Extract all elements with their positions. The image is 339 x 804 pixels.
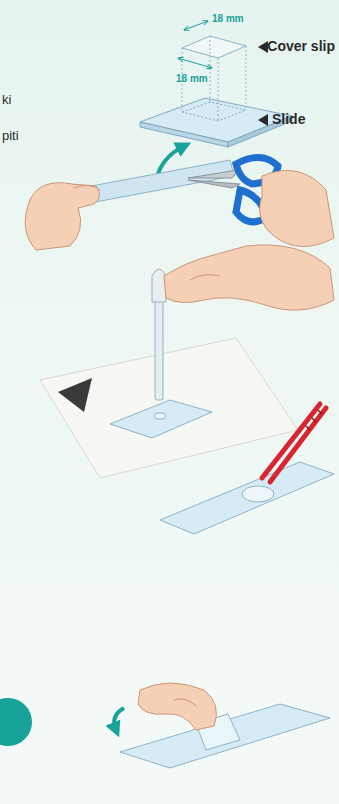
cutting-hands-part (25, 183, 99, 250)
tweezers-step (160, 404, 334, 534)
tweezers-step-part (242, 486, 274, 502)
pointer-triangle (258, 114, 268, 126)
slide-and-cover-slip-part (140, 98, 292, 142)
dropper-step-part (110, 400, 212, 438)
tweezers-step-part (262, 404, 326, 482)
dropper-step-part (152, 269, 166, 302)
part-label: Cover slip (267, 39, 335, 54)
cutting-hands-part (188, 180, 240, 188)
dropper-step-part (155, 300, 163, 400)
dimension-label: 18 mm (212, 13, 244, 24)
dimension-label: 18 mm (176, 73, 208, 84)
slide-and-cover-slip-part (140, 122, 228, 147)
step-arrow (114, 708, 124, 730)
step-badge (0, 698, 32, 746)
cutting-hands-part (74, 185, 100, 190)
dropper-step-part (58, 378, 92, 412)
tweezers-step-part (160, 462, 334, 534)
dropper-step-part (164, 245, 334, 310)
cutting-hands-part (188, 170, 238, 178)
slide-and-cover-slip-part (182, 36, 246, 58)
part-label: Slide (272, 112, 305, 127)
cover-slip-step-part (174, 699, 196, 706)
dropper-step-part (154, 413, 166, 419)
pointer-triangle (258, 41, 268, 53)
dropper-step-part (40, 338, 298, 478)
cutting-hands (25, 157, 334, 250)
cut-off-text: piti (2, 129, 19, 143)
slide-and-cover-slip-part (248, 47, 256, 48)
cutting-hands-part (260, 170, 334, 246)
dropper-step-part (190, 275, 220, 280)
slide-and-cover-slip-part (182, 102, 246, 121)
cover-slip-step (0, 683, 330, 768)
cut-off-text: ki (2, 93, 11, 107)
tweezers-step-part (306, 410, 322, 430)
cover-slip-step-part (138, 683, 216, 730)
slide-and-cover-slip-part (184, 21, 208, 30)
slide-and-cover-slip-part (178, 58, 212, 68)
